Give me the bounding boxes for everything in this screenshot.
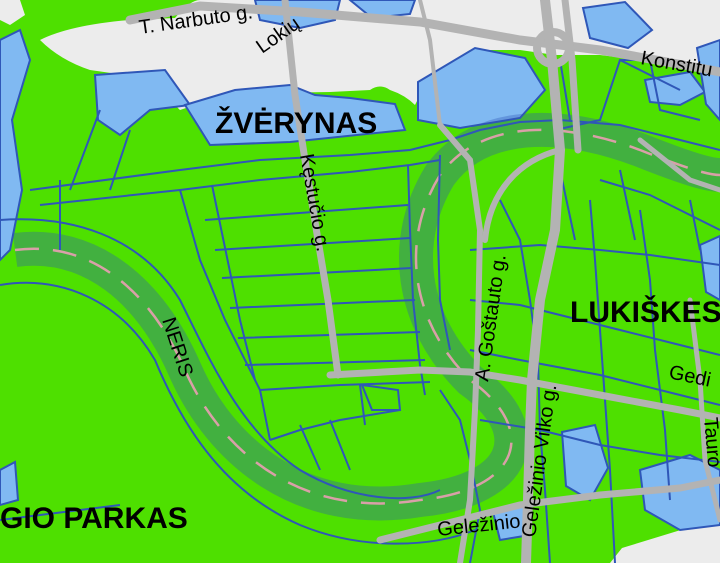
district-label-lukiskes: LUKIŠKES	[570, 295, 720, 329]
street-label-tauro: Tauro	[699, 417, 720, 469]
roads	[125, 0, 720, 563]
district-label-zverynas: ŽVĖRYNAS	[215, 106, 377, 140]
block-outlines	[0, 59, 720, 563]
district-label-park: GIO PARKAS	[0, 502, 188, 535]
roundabout	[533, 28, 573, 68]
